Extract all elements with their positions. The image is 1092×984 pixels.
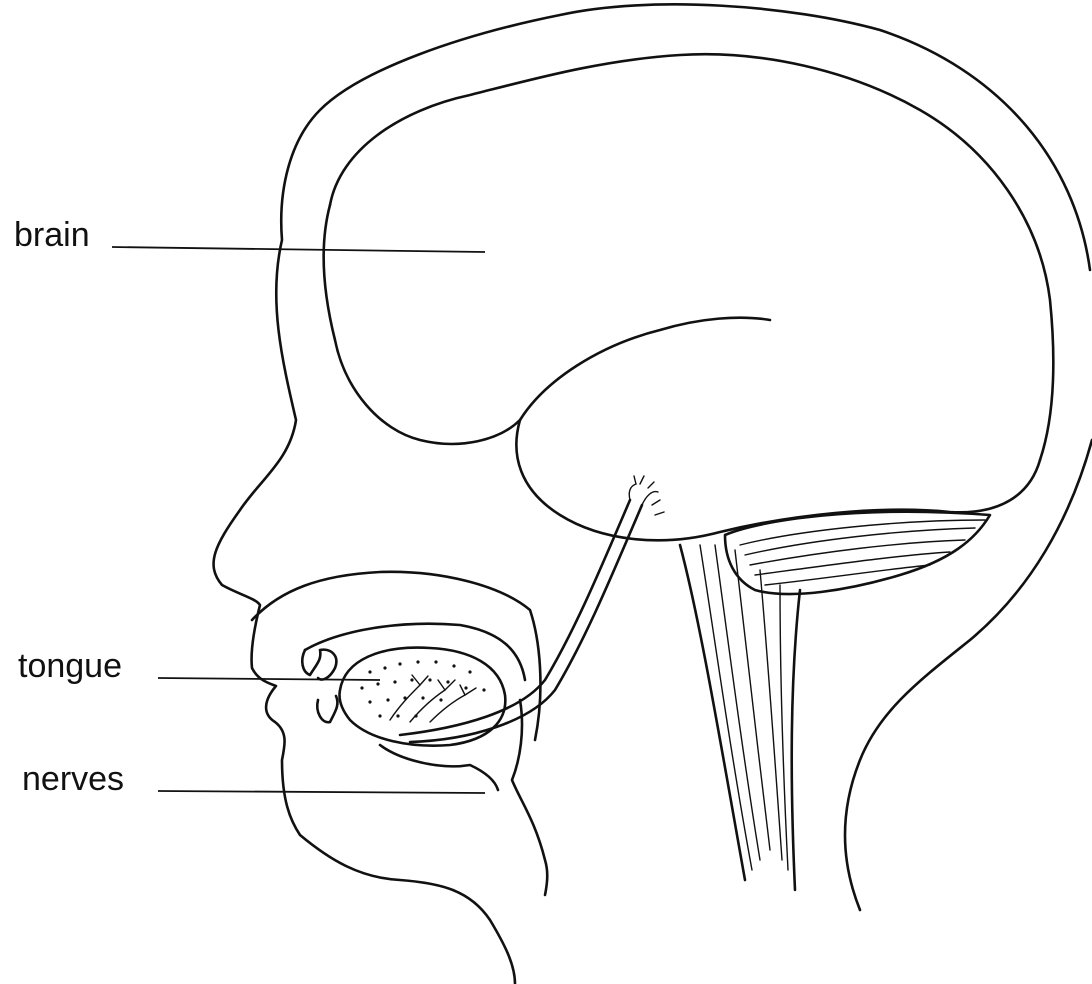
tongue-papillae bbox=[360, 660, 485, 717]
nerve-terminal bbox=[629, 476, 664, 515]
taste-nerve-front bbox=[400, 500, 630, 735]
head-outline bbox=[214, 4, 1090, 984]
nerves-leader-line bbox=[158, 791, 485, 793]
brain-cerebrum bbox=[330, 54, 1053, 460]
inner-mouth bbox=[305, 624, 525, 680]
lower-teeth bbox=[317, 696, 337, 722]
tongue-nerve-branches bbox=[390, 675, 476, 722]
brain-label: brain bbox=[14, 216, 90, 254]
cerebellum-striations bbox=[740, 520, 985, 585]
tongue-label: tongue bbox=[18, 647, 122, 685]
cerebellum bbox=[725, 512, 990, 594]
tongue-leader-line bbox=[158, 678, 380, 680]
upper-teeth bbox=[302, 650, 336, 680]
jaw-back bbox=[512, 700, 547, 895]
palate bbox=[252, 572, 540, 740]
brain-front-lobe bbox=[324, 205, 770, 444]
brainstem bbox=[680, 545, 800, 890]
brain-leader-line bbox=[112, 247, 485, 252]
nerves-label: nerves bbox=[22, 760, 124, 798]
lower-jaw-inner bbox=[380, 745, 498, 790]
